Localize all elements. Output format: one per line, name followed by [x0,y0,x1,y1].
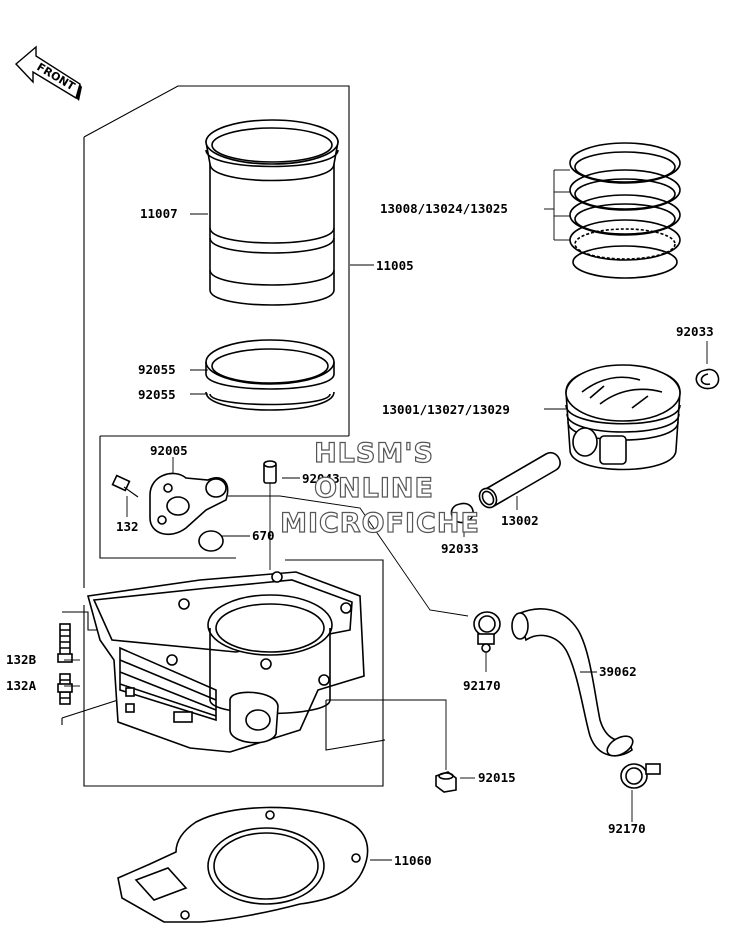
piston-pin [478,451,561,509]
water-fitting [149,472,229,536]
piston [565,364,681,471]
circlip-left [450,502,474,524]
clamp-lower [620,763,661,789]
part-labels: 11007 11005 92055 92055 13008/13024/1302… [6,201,714,868]
label-132: 132 [116,519,139,534]
label-92170-lower: 92170 [608,821,646,836]
label-13002: 13002 [501,513,539,528]
label-11007: 11007 [140,206,178,221]
watermark: HLSM'S ONLINE MICROFICHE [279,437,480,539]
label-132a: 132A [6,678,37,693]
stud-132a [57,673,73,705]
label-13008: 13008/13024/13025 [380,201,508,216]
label-11060: 11060 [394,853,432,868]
circlip-right [695,368,720,390]
label-92170-upper: 92170 [463,678,501,693]
label-11005: 11005 [376,258,414,273]
label-13001: 13001/13027/13029 [382,402,510,417]
o-ring [198,530,224,552]
clamp-upper [473,611,501,653]
label-92033-left: 92033 [441,541,479,556]
cylinder-block [86,571,365,753]
water-hose [511,608,634,757]
watermark-line-3: MICROFICHE [280,508,480,539]
stud-132b [57,623,73,663]
nut-92015 [435,771,457,793]
piston-ring-set [569,142,681,279]
label-39062: 39062 [599,664,637,679]
label-92043: 92043 [302,471,340,486]
cylinder-liner [205,119,339,306]
label-92055-upper: 92055 [138,362,176,377]
bolt-132 [111,474,139,498]
label-92055-lower: 92055 [138,387,176,402]
dowel-pin [263,460,277,570]
label-92015: 92015 [478,770,516,785]
label-670: 670 [252,528,275,543]
watermark-line-2: ONLINE [314,473,434,504]
front-arrow-icon: FRONT [14,45,82,101]
assembly-frame [61,85,386,787]
leader-lines [64,169,708,861]
ring-lower [205,391,335,411]
label-92033-right: 92033 [676,324,714,339]
ring-upper [205,339,335,390]
cylinder-gasket [117,806,369,923]
watermark-line-1: HLSM'S [314,438,434,469]
label-92005: 92005 [150,443,188,458]
label-132b: 132B [6,652,37,667]
